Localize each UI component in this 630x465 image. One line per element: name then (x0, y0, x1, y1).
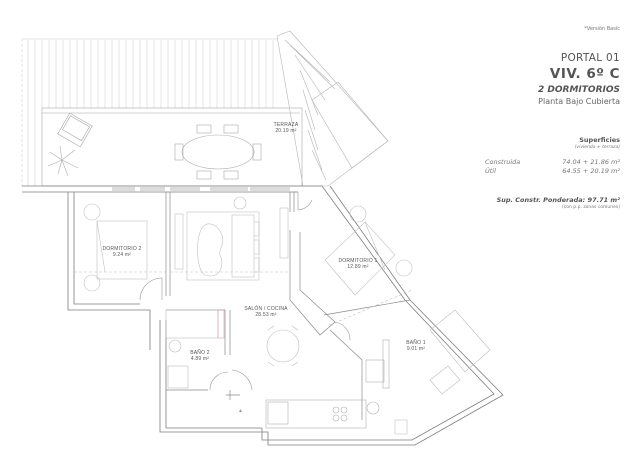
version-note: *Versión Basic (584, 26, 620, 32)
surfaces-subtitle: (vivienda + terraza) (574, 145, 620, 150)
room-label-terraza: TERRAZA 20.19 m² (273, 122, 299, 134)
surfaces-title: Superficies (579, 136, 620, 144)
room-label-bano-2: BAÑO 2 4.89 m² (190, 350, 210, 362)
unit-title: VIV. 6º C (549, 66, 620, 82)
weighted-surface: Sup. Constr. Ponderada: 97.71 m² (496, 196, 620, 204)
bano-1-fixtures (394, 309, 491, 435)
room-label-bano-1: BAÑO 1 9.01 m² (406, 340, 426, 352)
room-label-salon-cocina: SALÓN / COCINA 28.53 m² (244, 306, 288, 318)
floor-label: Planta Bajo Cubierta (538, 97, 620, 106)
towel-rail (217, 309, 225, 339)
kitchen (265, 339, 390, 429)
doors (139, 192, 351, 391)
entrance-marker: ▲ (238, 408, 243, 414)
salon-furniture (170, 196, 300, 367)
dormitorio-2-furniture (74, 203, 166, 292)
roof-hatch (21, 38, 278, 186)
dormitorio-1-furniture (324, 205, 413, 326)
room-label-dormitorio-2: DORMITORIO 2 9.24 m² (102, 246, 142, 258)
bedrooms-label: 2 DORMITORIOS (538, 85, 620, 95)
weighted-surface-note: (con p.p. zonas comunes) (562, 205, 620, 210)
surface-value: 74.04 + 21.86 m² (562, 158, 620, 166)
portal-label: PORTAL 01 (560, 52, 620, 64)
bano-2-fixtures (165, 309, 219, 389)
windows (112, 187, 290, 191)
surface-label: Útil (485, 167, 496, 175)
exterior-walls (22, 185, 504, 446)
surface-value: 64.55 + 20.19 m² (562, 167, 620, 175)
terrace (41, 107, 303, 187)
room-label-dormitorio-1: DORMITORIO 1 12.89 m² (338, 258, 378, 270)
side-balcony (276, 30, 389, 187)
surface-label: Construida (485, 158, 521, 166)
